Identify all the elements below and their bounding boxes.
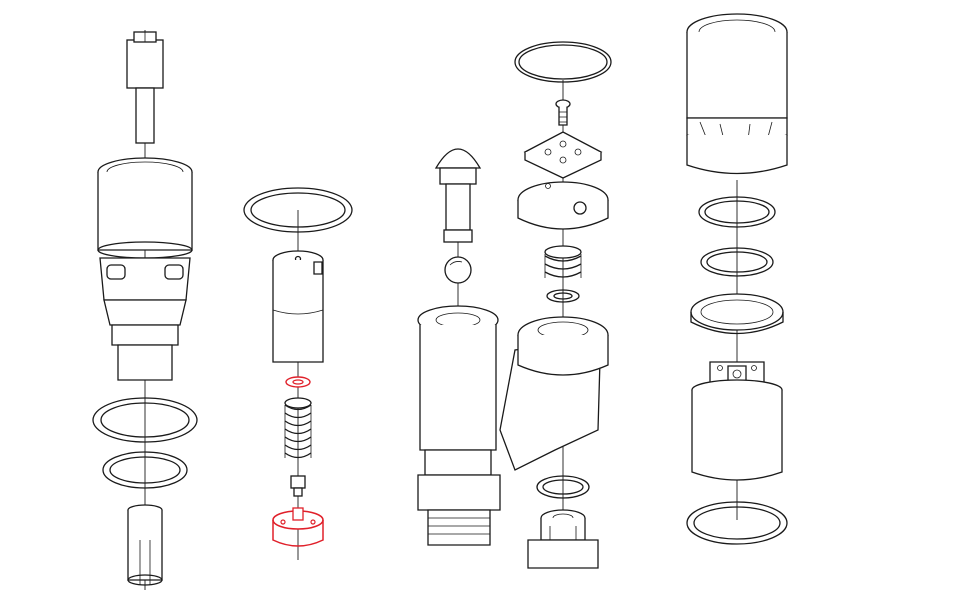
retainer-ring <box>514 41 612 83</box>
ball <box>444 256 472 284</box>
valve-sleeve <box>272 250 324 363</box>
nozzle-injector-assembly <box>92 30 198 590</box>
nozzle-tip <box>126 31 164 144</box>
spring-seat <box>517 181 609 230</box>
o-ring-a <box>698 196 776 228</box>
solenoid-assembly <box>686 13 788 545</box>
solenoid-cap <box>686 13 788 175</box>
valve-spring-assembly <box>243 187 353 560</box>
nozzle-nut-body <box>97 157 193 381</box>
spacer-ring <box>690 293 784 335</box>
solenoid-body <box>691 361 783 481</box>
o-ring-bottom <box>686 501 788 545</box>
o-ring-b <box>700 247 774 277</box>
pump-body-assembly <box>417 41 612 569</box>
o-ring-lower <box>102 451 188 489</box>
valve-spring <box>284 397 312 459</box>
small-spring <box>544 245 582 278</box>
outlet-fitting <box>527 509 599 569</box>
pump-housing <box>417 305 609 546</box>
o-ring-upper <box>92 397 198 443</box>
plunger <box>434 148 482 243</box>
washer <box>546 289 580 303</box>
valve-pin <box>290 475 306 497</box>
o-ring-large <box>243 187 353 233</box>
valve-plate <box>272 507 324 547</box>
cover-plate <box>523 131 603 179</box>
nozzle-holder-tube <box>127 504 163 586</box>
shim <box>285 376 311 388</box>
seal-ring <box>536 475 590 499</box>
cover-screw <box>555 99 571 126</box>
